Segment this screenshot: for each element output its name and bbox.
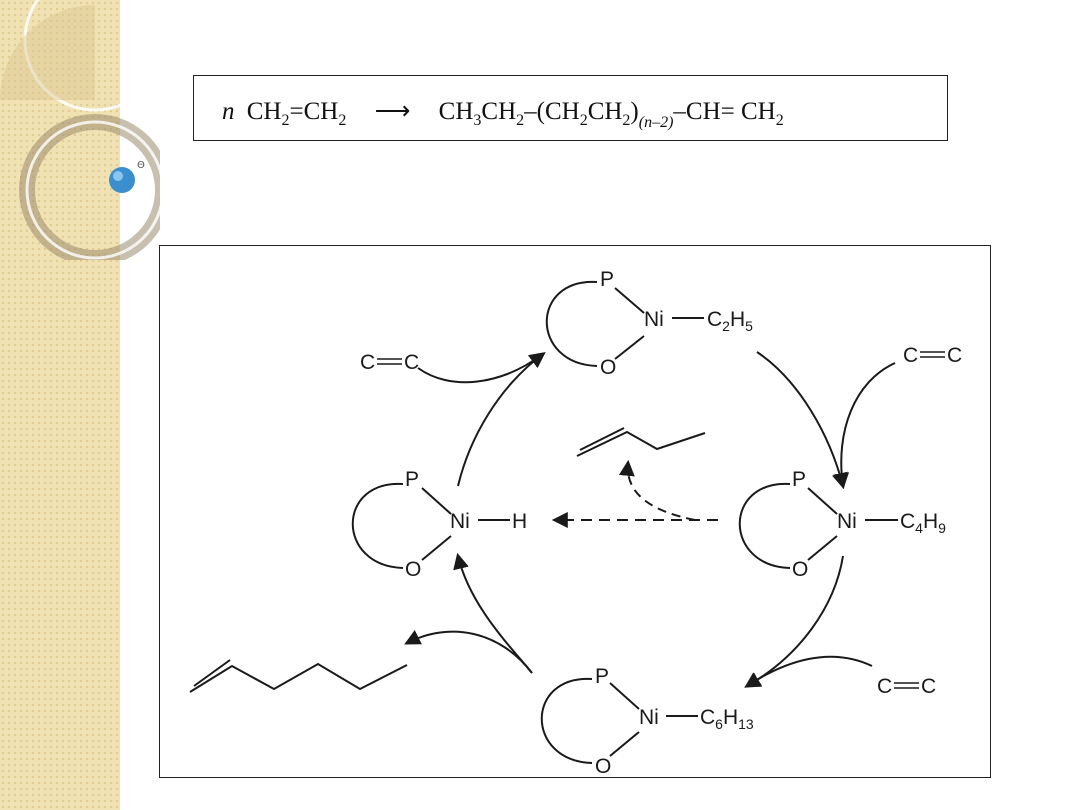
eq-reactant-0: CH [247, 98, 282, 125]
svg-text:C4H9: C4H9 [900, 510, 946, 536]
eq-repeat-subscript: (n–2) [639, 114, 674, 131]
svg-text:P: P [792, 468, 806, 491]
svg-text:C: C [877, 675, 892, 698]
eq-product: CH [439, 98, 474, 125]
catalytic-cycle-diagram: P O Ni C2H5 P O Ni C4H9 P O Ni C6H13 [159, 245, 991, 778]
ethylene-feed-top-left: C C [360, 351, 419, 374]
complex-ni-hexyl: P O Ni C6H13 [540, 665, 754, 778]
arrow-hexene-release [404, 630, 533, 674]
svg-text:C2H5: C2H5 [707, 308, 753, 334]
svg-text:n CH2=CH2 ⟶: n CH2=CH2 ⟶ CH3CH2–(CH2CH2)(n–2)–CH= CH2 [222, 98, 784, 131]
svg-text:C: C [903, 344, 918, 367]
arrow-ethylene-insertion-3 [744, 655, 873, 688]
svg-text:Ni: Ni [837, 510, 857, 533]
svg-text:C: C [360, 351, 375, 374]
decorative-rings: Θ [0, 0, 160, 260]
svg-text:P: P [405, 468, 419, 491]
arrow-hexyl-to-hydride [453, 552, 533, 674]
complex-ni-butyl: P O Ni C4H9 [738, 468, 946, 581]
cycle-arrows [404, 351, 896, 688]
svg-text:C: C [921, 675, 936, 698]
decorative-side-panel: Θ [0, 0, 160, 810]
eq-coefficient: n [222, 98, 235, 125]
svg-text:O: O [595, 755, 611, 778]
svg-text:C6H13: C6H13 [700, 706, 754, 732]
svg-text:P: P [595, 665, 609, 688]
svg-text:O: O [792, 558, 808, 581]
ethylene-feed-top-right: C C [903, 344, 962, 367]
svg-text:H: H [512, 510, 527, 533]
globe-icon [109, 167, 135, 193]
arrow-ethylene-insertion-1 [417, 352, 546, 384]
svg-text:Ni: Ni [639, 706, 659, 729]
arrow-ethyl-to-butyl [756, 351, 848, 490]
arrow-butene-release [618, 459, 696, 521]
arrow-hydride-to-ethyl [457, 352, 546, 487]
complex-ni-hydride: P O Ni H [351, 468, 527, 581]
svg-text:Ni: Ni [644, 308, 664, 331]
svg-text:P: P [600, 268, 614, 291]
polymerization-equation: n CH2=CH2 ⟶ CH3CH2–(CH2CH2)(n–2)–CH= CH2 [193, 75, 948, 141]
eq-arrow: ⟶ [375, 98, 411, 125]
svg-text:Ni: Ni [450, 510, 470, 533]
svg-text:C: C [404, 351, 419, 374]
butene-product [576, 427, 706, 457]
complex-ni-ethyl: P O Ni C2H5 [545, 268, 753, 379]
theta-badge: Θ [137, 160, 145, 171]
svg-text:O: O [405, 558, 421, 581]
svg-text:C: C [947, 344, 962, 367]
svg-text:O: O [600, 356, 616, 379]
arrow-ethylene-insertion-2 [833, 362, 896, 490]
ethylene-feed-bottom-right: C C [877, 675, 936, 698]
hexene-product [189, 659, 408, 693]
